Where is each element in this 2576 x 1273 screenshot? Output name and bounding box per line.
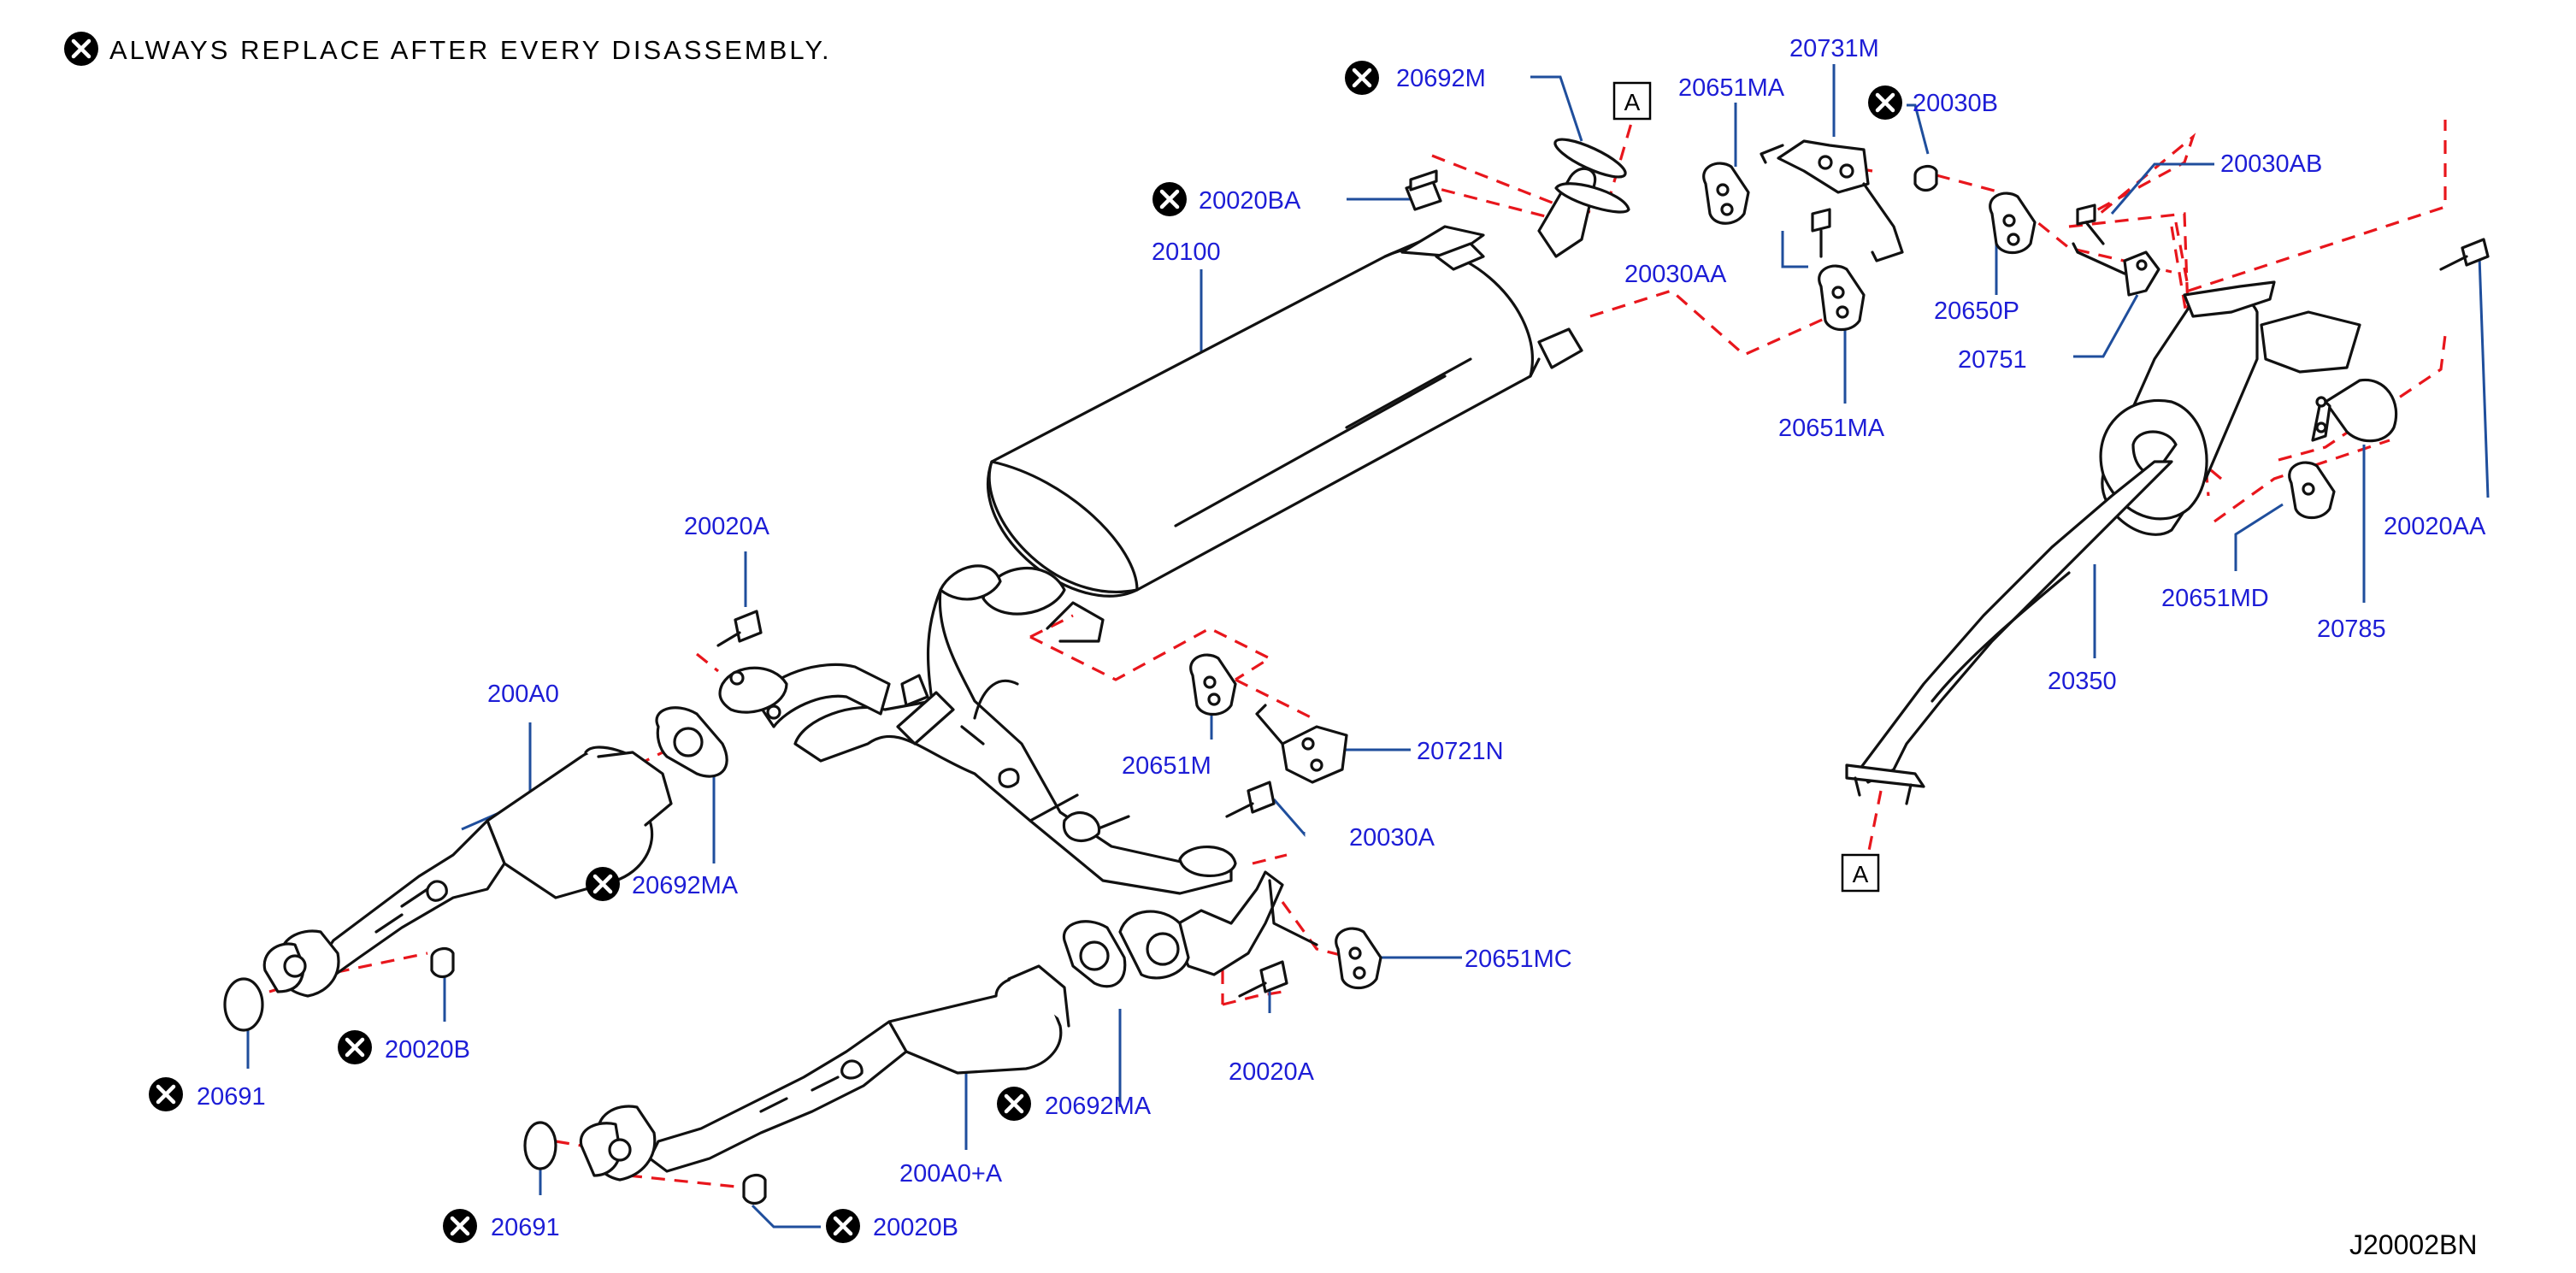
label-20751: 20751 xyxy=(1958,346,2027,374)
label-20692M: 20692M xyxy=(1396,65,1486,92)
label-20030A: 20030A xyxy=(1349,824,1435,852)
label-20731M: 20731M xyxy=(1789,35,1879,62)
ref-marker-top: A xyxy=(1612,81,1652,121)
label-20030AB: 20030AB xyxy=(2220,150,2322,178)
label-20721N: 20721N xyxy=(1417,738,1504,765)
label-20692MA-left: 20692MA xyxy=(632,872,739,899)
leader-lines xyxy=(246,64,2490,1229)
y-pipe xyxy=(793,564,1237,895)
label-20030B: 20030B xyxy=(1913,90,1998,117)
label-20651MA-top: 20651MA xyxy=(1678,74,1785,102)
label-20651M: 20651M xyxy=(1122,752,1211,780)
replace-note: ALWAYS REPLACE AFTER EVERY DISASSEMBLY. xyxy=(64,32,832,66)
circle-x-icon xyxy=(1868,85,1902,120)
circle-x-icon xyxy=(443,1209,477,1243)
fasteners xyxy=(430,164,2490,1205)
label-20020B-bottom: 20020B xyxy=(873,1214,958,1241)
catalyst-lower xyxy=(579,870,1284,1182)
label-20691-bottom: 20691 xyxy=(491,1214,560,1241)
main-muffler xyxy=(981,167,1630,643)
label-20020B-left: 20020B xyxy=(385,1036,470,1064)
label-200A0A: 200A0+A xyxy=(899,1160,1003,1188)
diagram-code: J20002BN xyxy=(2349,1229,2477,1260)
circle-x-icon xyxy=(826,1209,860,1243)
circle-x-icon xyxy=(1152,182,1187,216)
label-20785: 20785 xyxy=(2317,616,2386,643)
label-20651MA-bottom: 20651MA xyxy=(1778,415,1885,442)
replace-note-text: ALWAYS REPLACE AFTER EVERY DISASSEMBLY. xyxy=(109,35,832,65)
circle-x-icon xyxy=(149,1077,183,1111)
label-20100: 20100 xyxy=(1152,239,1221,266)
brackets xyxy=(1255,139,2160,946)
label-20030AA: 20030AA xyxy=(1624,261,1727,288)
hangers xyxy=(1189,162,2336,990)
front-pipe-upper xyxy=(718,663,891,728)
circle-x-icon xyxy=(1345,61,1379,95)
part-labels: 20692M 20020BA 20100 20651MA 20731M 2003… xyxy=(197,35,2486,1241)
svg-text:A: A xyxy=(1624,89,1641,115)
svg-text:A: A xyxy=(1853,861,1869,887)
label-20020A-top: 20020A xyxy=(684,513,770,540)
label-20020BA: 20020BA xyxy=(1199,187,1301,215)
rear-muffler xyxy=(1845,280,2398,805)
ref-marker-bottom: A xyxy=(1841,853,1880,893)
circle-x-icon xyxy=(997,1087,1031,1121)
label-20692MA-bottom: 20692MA xyxy=(1045,1093,1152,1120)
label-20350: 20350 xyxy=(2048,668,2117,695)
gaskets xyxy=(223,138,1627,1170)
label-20691-left: 20691 xyxy=(197,1083,266,1111)
catalyst-upper xyxy=(262,746,673,998)
label-20651MD: 20651MD xyxy=(2161,585,2269,612)
dashed-connection-lines xyxy=(268,102,2447,1190)
label-20650P: 20650P xyxy=(1934,298,2019,325)
circle-x-icon xyxy=(338,1030,372,1064)
label-20651MC: 20651MC xyxy=(1465,946,1572,973)
circle-x-icon xyxy=(586,867,620,901)
label-20020AA: 20020AA xyxy=(2384,513,2486,540)
circle-x-icon xyxy=(64,32,98,66)
label-200A0: 200A0 xyxy=(487,681,559,708)
label-20020A-bottom: 20020A xyxy=(1229,1058,1315,1086)
